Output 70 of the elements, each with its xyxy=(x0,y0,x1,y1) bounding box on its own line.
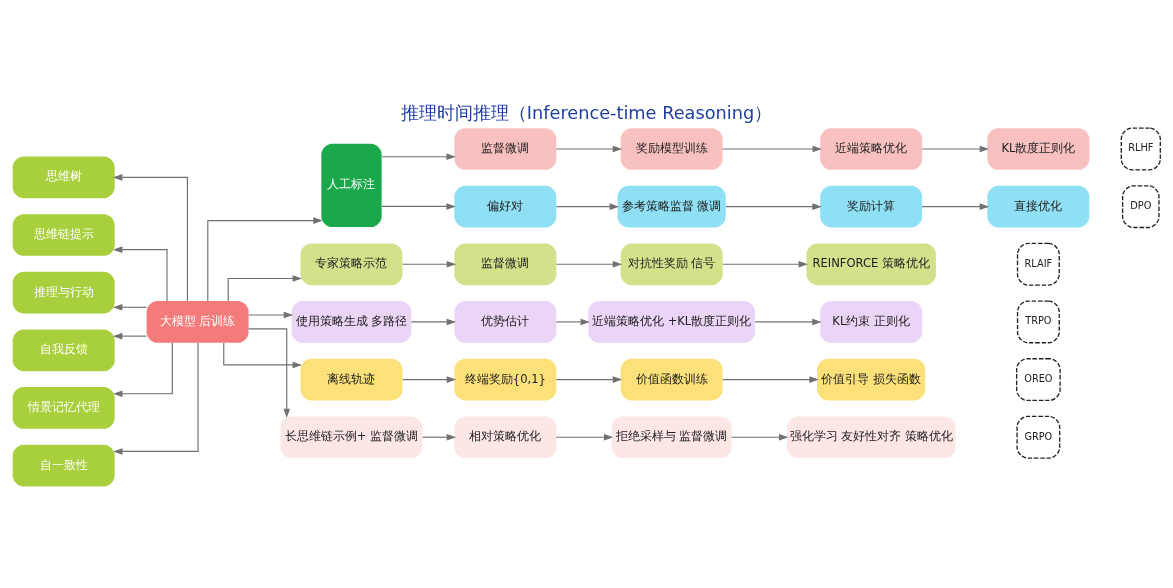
arrow xyxy=(402,376,457,383)
node-box: 近端策略优化 xyxy=(820,128,923,170)
node-box: REINFORCE 策略优化 xyxy=(806,243,936,286)
arrow xyxy=(113,342,199,455)
arrow xyxy=(207,217,323,302)
node-box: 专家策略示范 xyxy=(300,243,403,286)
node-box: 强化学习 友好性对齐 策略优化 xyxy=(786,416,956,459)
arrow xyxy=(555,433,614,441)
arrow xyxy=(555,203,619,210)
node-box: RLHF xyxy=(1120,127,1161,171)
arrow xyxy=(555,318,590,326)
node-box: 人工标注 xyxy=(321,143,382,228)
node-box: 终端奖励{0,1} xyxy=(454,358,557,401)
node-box: 近端策略优化 +KL散度正则化 xyxy=(588,301,755,343)
arrow xyxy=(248,311,294,319)
node-box: 偏好对 xyxy=(454,185,557,228)
node-box: 监督微调 xyxy=(454,128,557,170)
node-box: 价值函数训练 xyxy=(620,358,723,401)
node-box: 相对策略优化 xyxy=(454,416,557,459)
node-box: OREO xyxy=(1015,358,1061,402)
arrow xyxy=(410,318,457,326)
arrow xyxy=(113,174,188,302)
node-box: 推理与行动 xyxy=(12,271,115,314)
node-box: 奖励计算 xyxy=(820,185,923,228)
arrow xyxy=(921,203,990,210)
arrow xyxy=(555,376,623,383)
node-box: RLAIF xyxy=(1016,242,1060,286)
arrow xyxy=(555,261,623,268)
node-box: 长思维链示例+ 监督微调 xyxy=(280,416,423,459)
node-box: 奖励模型训练 xyxy=(620,128,723,170)
arrow xyxy=(722,145,822,153)
diagram-title: 推理时间推理（Inference-time Reasoning） xyxy=(400,103,773,124)
node-box: 大模型 后训练 xyxy=(146,301,249,343)
node-box: 价值引导 损失函数 xyxy=(817,358,926,401)
arrow xyxy=(113,342,173,398)
node-box: TRPO xyxy=(1016,300,1060,344)
node-box: 思维链提示 xyxy=(12,214,115,256)
node-box: KL约束 正则化 xyxy=(820,301,923,343)
arrow xyxy=(722,376,819,383)
arrow xyxy=(921,145,990,153)
arrow xyxy=(248,328,291,419)
arrow xyxy=(402,261,457,268)
node-box: DPO xyxy=(1121,185,1160,229)
node-box: 自我反馈 xyxy=(12,329,115,372)
node-box: 情景记忆代理 xyxy=(12,387,115,429)
arrow xyxy=(422,433,457,441)
node-box: 离线轨迹 xyxy=(300,358,403,401)
arrow xyxy=(227,275,302,302)
arrow xyxy=(112,332,148,340)
node-box: 使用策略生成 多路径 xyxy=(291,301,412,343)
arrow xyxy=(555,145,623,153)
node-box: 自一致性 xyxy=(12,444,115,487)
arrow xyxy=(722,261,808,268)
arrow xyxy=(381,153,456,161)
arrow xyxy=(754,318,822,326)
node-box: 对抗性奖励 信号 xyxy=(620,243,723,286)
node-box: 拒绝采样与 监督微调 xyxy=(611,416,732,459)
arrow xyxy=(725,203,822,210)
node-box: 直接优化 xyxy=(987,185,1090,228)
node-box: 监督微调 xyxy=(454,243,557,286)
node-box: GRPO xyxy=(1016,415,1061,459)
arrow xyxy=(730,433,789,441)
arrow xyxy=(113,246,168,302)
node-box: 思维树 xyxy=(12,156,115,199)
arrow xyxy=(381,203,456,210)
node-box: KL散度正则化 xyxy=(987,128,1090,170)
node-box: 参考策略监督 微调 xyxy=(617,185,726,228)
arrow xyxy=(223,342,302,369)
arrow xyxy=(112,304,148,311)
node-box: 优势估计 xyxy=(454,301,557,343)
